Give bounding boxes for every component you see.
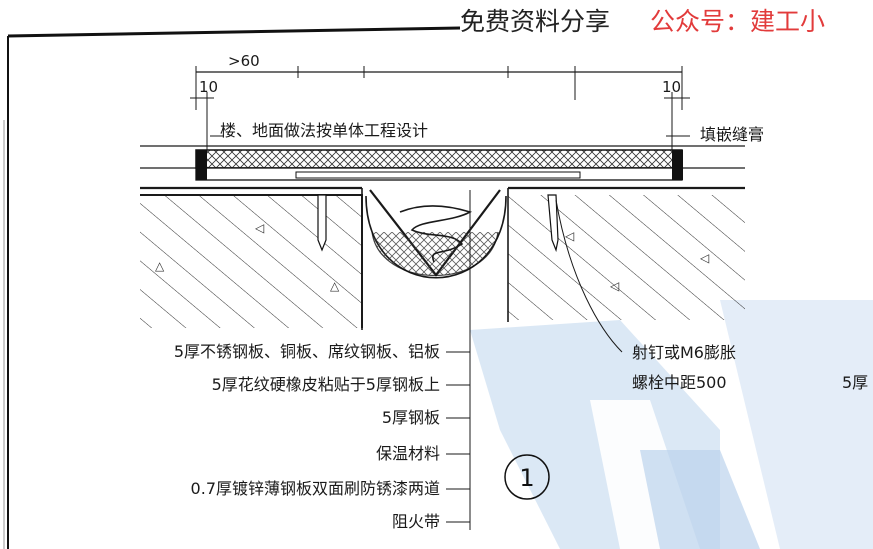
steel-plate bbox=[295, 171, 581, 179]
label-nail: 射钉或M6膨胀 bbox=[632, 343, 736, 362]
leader-lines bbox=[210, 135, 690, 530]
svg-text:△: △ bbox=[330, 279, 340, 293]
watermark-left: 免费资料分享 bbox=[460, 7, 610, 36]
dimension-left-edge: 10 bbox=[199, 78, 218, 96]
dimension-right-edge: 10 bbox=[662, 78, 681, 96]
svg-text:◁: ◁ bbox=[564, 229, 574, 243]
floor-finish-layers bbox=[140, 145, 745, 181]
dimension-line: >60 10 10 bbox=[190, 52, 690, 150]
watermark-right: 公众号：建工小 bbox=[650, 7, 825, 36]
label-right-cut: 5厚 bbox=[842, 373, 868, 392]
detail-number-circle bbox=[504, 454, 550, 500]
frame-top bbox=[7, 26, 461, 38]
svg-text:◁: ◁ bbox=[254, 221, 264, 235]
svg-text:△: △ bbox=[155, 259, 165, 273]
concrete-slab-right: ◁ ◁ ◁ bbox=[507, 186, 745, 322]
label-nail-line2: 螺栓中距500 bbox=[632, 373, 727, 392]
detail-number: 1 bbox=[519, 464, 534, 492]
sealant-left bbox=[196, 150, 207, 180]
svg-text:◁: ◁ bbox=[699, 251, 709, 265]
joint-profile bbox=[365, 189, 507, 279]
label-item-3: 5厚钢板 bbox=[382, 408, 440, 427]
label-filler: 填嵌缝膏 bbox=[700, 125, 764, 144]
label-item-4: 保温材料 bbox=[376, 444, 440, 463]
label-floor-method: 楼、地面做法按单体工程设计 bbox=[220, 121, 428, 140]
sealant-right bbox=[672, 150, 683, 180]
svg-text:◁: ◁ bbox=[609, 279, 619, 293]
dimension-left-top: >60 bbox=[228, 52, 260, 70]
anchor-bolts bbox=[317, 194, 559, 253]
background-watermark bbox=[470, 300, 873, 549]
label-item-2: 5厚花纹硬橡皮粘贴于5厚钢板上 bbox=[212, 375, 440, 394]
concrete-slab-left: △ ◁ △ bbox=[140, 186, 363, 330]
label-item-6: 阻火带 bbox=[392, 512, 440, 531]
label-item-1: 5厚不锈钢板、铜板、席纹钢板、铝板 bbox=[174, 342, 440, 361]
cover-plate bbox=[195, 149, 683, 169]
label-item-5: 0.7厚镀锌薄钢板双面刷防锈漆两道 bbox=[191, 479, 440, 498]
